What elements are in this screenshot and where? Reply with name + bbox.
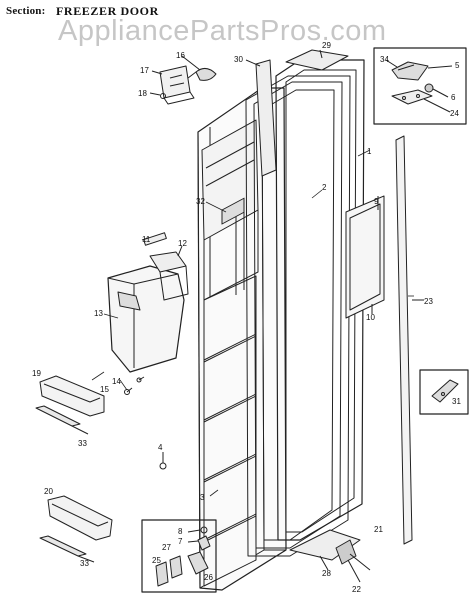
inset-top-right	[373, 47, 467, 125]
callout: 5	[455, 61, 460, 70]
dispenser-cover	[107, 232, 189, 373]
callout: 24	[450, 109, 459, 118]
hinge-trim	[255, 59, 277, 177]
dispenser-panel	[345, 195, 385, 319]
callout: 14	[112, 377, 121, 386]
latch-bracket-assembly	[149, 55, 217, 105]
callout: 12	[178, 239, 187, 248]
callout: 16	[176, 51, 185, 60]
callout: 29	[322, 41, 331, 50]
callout: 30	[234, 55, 243, 64]
callout: 21	[374, 525, 383, 534]
door-shelf-19	[35, 375, 105, 435]
callout: 22	[352, 585, 361, 594]
callout-labels: 1 2 3 4 5 6 7 8 9 10 11 12 13 14 15 16 1…	[32, 41, 461, 594]
callout: 32	[196, 197, 205, 206]
section-title: FREEZER DOOR	[56, 4, 159, 18]
callout: 9	[374, 197, 379, 206]
callout: 25	[152, 556, 161, 565]
door-gasket	[245, 75, 351, 557]
callout: 7	[178, 537, 183, 546]
callout: 33	[78, 439, 87, 448]
leader-lines	[91, 149, 414, 497]
callout: 33	[80, 559, 89, 568]
door-shelf-20	[39, 495, 113, 563]
callout: 31	[452, 397, 461, 406]
screws	[124, 376, 145, 395]
callout: 8	[178, 527, 183, 536]
door-top-cap	[285, 49, 349, 71]
callout: 11	[142, 235, 151, 244]
callout: 2	[322, 183, 327, 192]
callout: 26	[204, 573, 213, 582]
callout: 34	[380, 55, 389, 64]
screw-4	[159, 452, 167, 470]
callout: 19	[32, 369, 41, 378]
callout: 28	[322, 569, 331, 578]
callout: 18	[138, 89, 147, 98]
callout: 1	[367, 147, 372, 156]
door-liner	[201, 119, 259, 587]
callout: 13	[94, 309, 103, 318]
callout: 10	[366, 313, 375, 322]
callout: 20	[44, 487, 53, 496]
callout: 17	[140, 66, 149, 75]
callout: 4	[158, 443, 163, 452]
side-trim-strip	[395, 135, 424, 545]
watermark: AppliancePartsPros.com	[58, 15, 387, 47]
section-label: Section:	[6, 5, 46, 17]
callout: 27	[162, 543, 171, 552]
inset-bottom	[141, 519, 217, 593]
inset-hinge-31	[419, 369, 469, 415]
bottom-hinge	[289, 529, 371, 583]
callout: 23	[424, 297, 433, 306]
callout: 15	[100, 385, 109, 394]
callout: 3	[200, 493, 205, 502]
callout: 6	[451, 93, 456, 102]
